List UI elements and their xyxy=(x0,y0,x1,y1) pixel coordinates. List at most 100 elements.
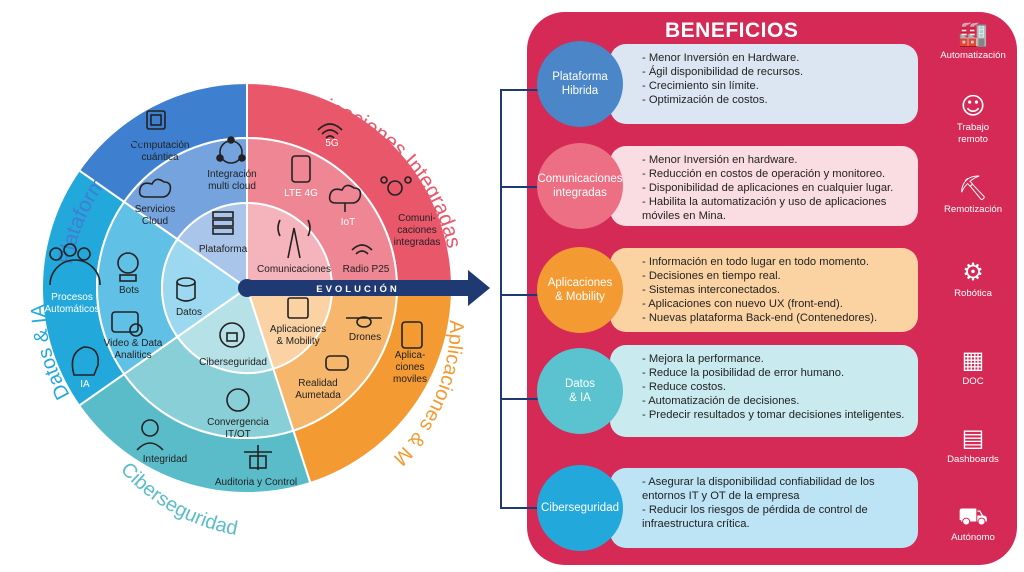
connector-5 xyxy=(500,507,540,509)
bot-icon xyxy=(117,252,139,282)
connector-3 xyxy=(500,294,540,296)
benefit-line: - Menor Inversión en hardware. xyxy=(642,154,798,166)
wheel-label-datos: Datos xyxy=(176,307,202,318)
wheel-label-lte4g: LTE 4G xyxy=(284,188,318,199)
convergence-cycle-icon xyxy=(226,388,250,412)
benefit-card-1: - Menor Inversión en Hardware.- Ágil dis… xyxy=(610,44,918,124)
connector-4 xyxy=(500,398,540,400)
wheel-label-aplicaciones_mobility: Aplicaciones xyxy=(270,324,326,335)
side-item-1: 🏭 Automatización xyxy=(930,18,1016,62)
integrity-user-icon xyxy=(136,419,164,451)
benefit-line: - Información en todo lugar en todo mome… xyxy=(642,256,869,268)
benefit-circle-label: Hibrida xyxy=(561,85,599,97)
wheel-label-ciberseguridad: Ciberseguridad xyxy=(199,357,267,368)
control-panel-icon: ▦ xyxy=(961,346,985,374)
benefit-line: - Disponibilidad de aplicaciones en cual… xyxy=(642,182,894,194)
benefit-line: - Reduce la posibilidad de error humano. xyxy=(642,367,845,379)
wheel-label-computacion_cuantica: cuántica xyxy=(141,152,179,163)
benefit-circle-label: integradas xyxy=(553,187,607,199)
side-item-label: DOC xyxy=(962,376,984,387)
wheel-label-aplicaciones_moviles: Aplica- xyxy=(395,350,426,361)
antenna-tower-icon xyxy=(277,219,311,259)
wheel-label-video_data: Analitics xyxy=(114,350,151,361)
benefit-circle-3: Aplicaciones& Mobility xyxy=(537,247,623,333)
wheel-label-realidad_aumetada: Aumetada xyxy=(295,390,341,401)
dashboard-icon: ▤ xyxy=(961,424,985,452)
side-item-label: Robótica xyxy=(954,288,992,299)
side-item-label: Automatización xyxy=(940,50,1006,61)
remote-worker-icon: ☺ xyxy=(960,92,986,120)
benefit-circle-4: Datos & IA xyxy=(537,348,623,434)
benefit-circle-label: & IA xyxy=(569,392,591,404)
factory-icon: 🏭 xyxy=(958,20,988,48)
side-item-3: ⛏ Remotización xyxy=(930,172,1016,216)
side-item-7: ⛟Autónomo xyxy=(930,500,1016,544)
benefit-line: - Habilita la automatización y uso de ap… xyxy=(642,196,887,208)
benefit-circle-label: Plataforma xyxy=(552,71,608,83)
multicloud-network-icon xyxy=(216,136,246,164)
robot-arm-icon: ⚙ xyxy=(962,258,984,286)
wheel-label-aplicaciones_mobility: & Mobility xyxy=(276,336,319,347)
side-item-label: Dashboards xyxy=(947,454,999,465)
connector-1 xyxy=(500,89,540,91)
excavator-icon: ⛏ xyxy=(957,174,989,202)
wheel-label-realidad_aumetada: Realidad xyxy=(298,378,337,389)
wheel-sectors xyxy=(41,81,454,494)
benefit-card-2: - Menor Inversión en hardware.- Reducció… xyxy=(610,146,918,226)
cyber-lock-icon xyxy=(219,322,245,348)
wheel-label-servicios_cloud: Cloud xyxy=(142,216,168,227)
wheel-label-plataforma: Plataforma xyxy=(199,244,248,255)
integrated-comms-icon xyxy=(380,176,412,196)
wheel-label-comunicaciones_integradas: caciones xyxy=(397,225,436,236)
connector-vertical xyxy=(500,90,502,508)
benefit-line: - Menor Inversión en Hardware. xyxy=(642,52,800,64)
wheel-label-video_data: Video & Data xyxy=(104,338,163,349)
wheel-label-radio_p25: Radio P25 xyxy=(343,264,390,275)
wheel-label-servicios_cloud: Servicios xyxy=(135,204,176,215)
wheel-label-aplicaciones_moviles: ciones xyxy=(396,362,425,373)
lte-phone-icon xyxy=(291,155,311,183)
evolucion-arrow: EVOLUCIÓN xyxy=(238,270,490,306)
benefit-card-5: - Asegurar la disponibilidad confiabilid… xyxy=(610,468,918,548)
wheel-label-g5: 5G xyxy=(325,138,339,149)
benefit-card-3: - Información en todo lugar en todo mome… xyxy=(610,248,918,332)
wheel-label-ia: IA xyxy=(80,379,90,390)
wheel-label-comunicaciones: Comunicaciones xyxy=(257,264,331,275)
wheel-label-drones: Drones xyxy=(349,332,381,343)
benefit-line: infraestructura crítica. xyxy=(642,518,750,530)
evolucion-label: EVOLUCIÓN xyxy=(316,283,399,295)
wheel-label-procesos_automaticos: Automáticos xyxy=(44,304,99,315)
vr-headset-icon xyxy=(325,355,349,371)
benefit-line: - Aplicaciones con nuevo UX (front-end). xyxy=(642,298,843,310)
side-item-4: ⚙ Robótica xyxy=(930,256,1016,300)
benefit-line: - Mejora la performance. xyxy=(642,353,764,365)
cloud-download-icon xyxy=(138,178,172,198)
benefit-line: - Optimización de costos. xyxy=(642,94,768,106)
benefit-circle-5: Ciberseguridad xyxy=(537,465,623,551)
wheel-label-convergencia: Convergencia xyxy=(207,417,269,428)
side-item-label: Remotización xyxy=(943,204,1003,215)
benefit-circle-label: & Mobility xyxy=(555,291,605,303)
wheel-label-computacion_cuantica: Computación xyxy=(131,140,190,151)
benefit-card-4: - Mejora la performance. - Reduce la posi… xyxy=(610,345,918,437)
benefit-circle-label: Datos xyxy=(564,378,596,390)
wheel-label-integracion_multicloud: multi cloud xyxy=(208,181,256,192)
benefit-line: - Sistemas interconectados. xyxy=(642,284,781,296)
wheel-label-iot: IoT xyxy=(341,217,355,228)
panel-title: BENEFICIOS xyxy=(665,19,799,42)
wheel-label-integridad: Integridad xyxy=(143,454,187,465)
benefit-line: - Crecimiento sin límite. xyxy=(642,80,759,92)
side-item-label: Trabajo xyxy=(956,122,990,133)
benefit-line: móviles en Mina. xyxy=(642,210,726,222)
mining-truck-icon: ⛟ xyxy=(957,502,989,530)
wheel-label-auditoria: Auditoria y Control xyxy=(215,477,297,488)
wheel-label-comunicaciones_integradas: Comuni- xyxy=(398,213,436,224)
benefit-line: - Automatización de decisiones. xyxy=(642,395,800,407)
server-rack-icon xyxy=(212,211,234,235)
automation-gear-icon xyxy=(49,243,101,286)
video-analytics-icon xyxy=(111,311,143,337)
